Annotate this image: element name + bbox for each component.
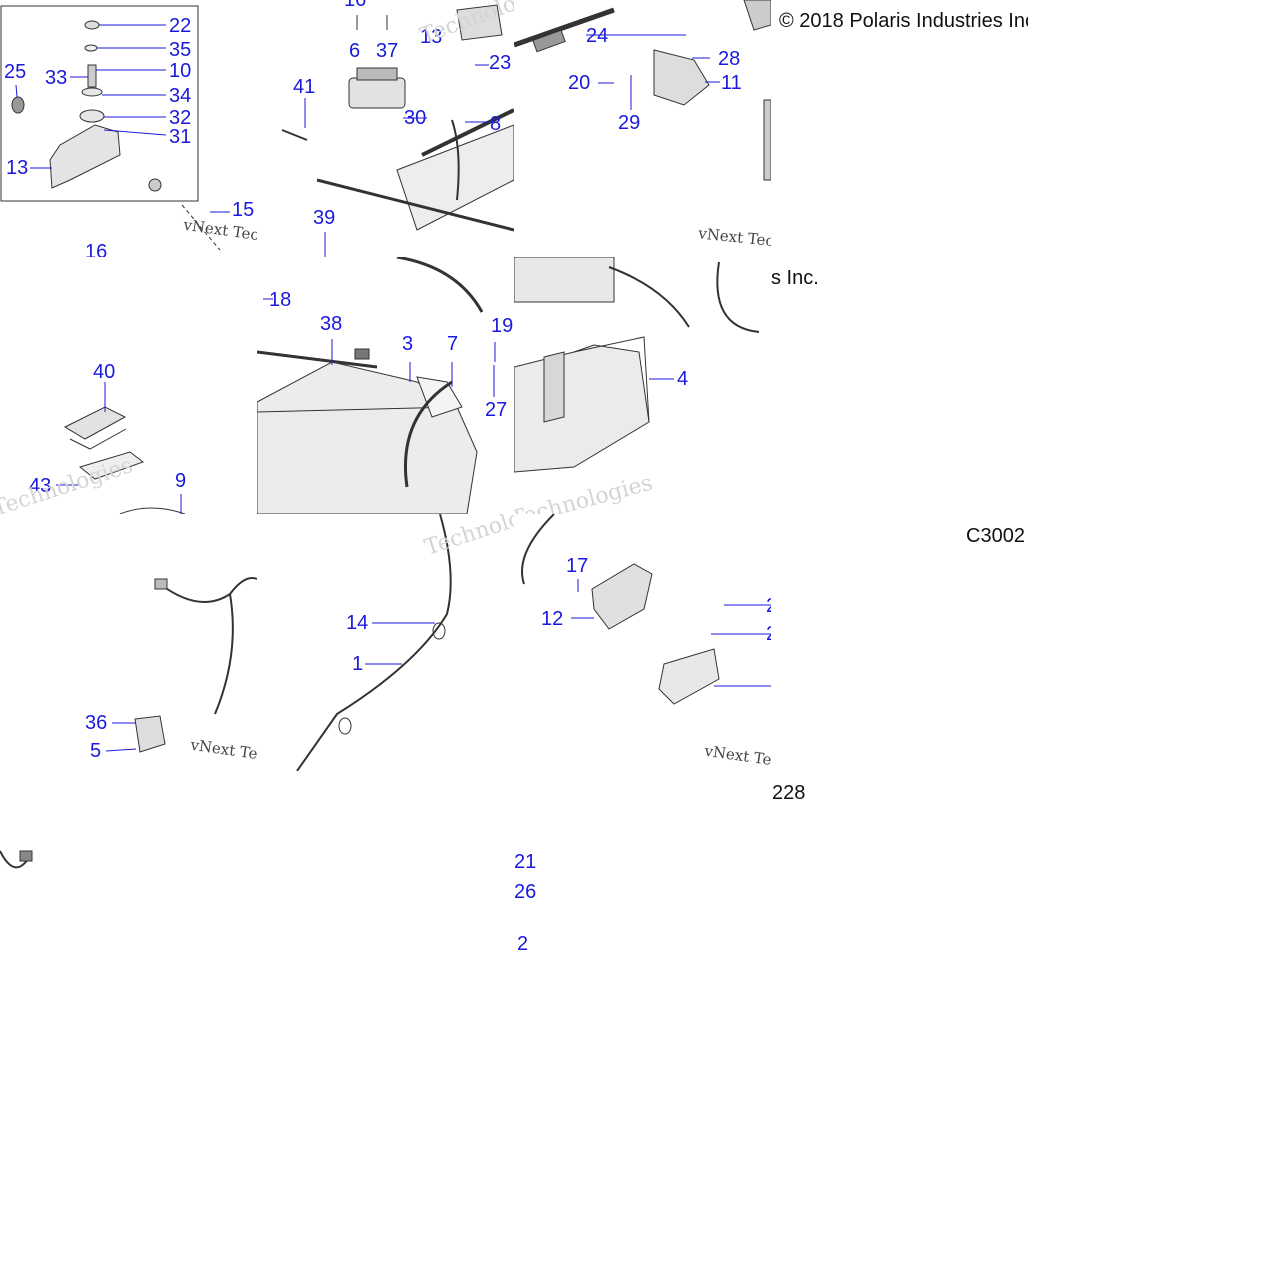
callout-29: 29 xyxy=(618,112,641,134)
callout-2c: 2 xyxy=(517,933,529,955)
callout-37: 37 xyxy=(376,40,399,62)
callout-41: 41 xyxy=(293,76,316,98)
tile2-drawing xyxy=(281,4,514,257)
tile3-drawing xyxy=(514,0,771,181)
callout-24: 24 xyxy=(586,25,609,47)
callout-17: 17 xyxy=(566,555,589,577)
callout-40: 40 xyxy=(93,361,116,383)
diagram-tile-3: 24 28 20 11 29 vNext Technologies xyxy=(514,0,771,257)
tile6-drawing xyxy=(514,257,760,473)
diagram-tile-2: 16 6 37 13 23 41 30 8 39 Technologies xyxy=(257,0,514,257)
callout-38: 38 xyxy=(320,313,343,335)
callout-2b: 2 xyxy=(766,624,771,644)
callout-16: 16 xyxy=(85,241,108,257)
diagram-tile-4: 40 43 9 Technologies xyxy=(0,257,257,514)
diagram-tile-inset: 22 35 10 33 34 25 32 31 13 15 16 vNext T… xyxy=(0,0,257,257)
copyright-fragment: s Inc. xyxy=(771,267,819,289)
copyright-strip: © 2018 Polaris Industries Inc. xyxy=(771,0,1028,40)
callout-4: 4 xyxy=(677,368,689,390)
tile4-drawing xyxy=(56,382,186,514)
diagram-tile-8: 36 5 vNext Technologies xyxy=(0,514,257,771)
callout-15: 15 xyxy=(232,199,255,221)
diagram-tile-bottom-left xyxy=(0,771,36,1028)
callout-30: 30 xyxy=(404,107,427,129)
tile5-drawing xyxy=(257,257,496,514)
callout-33: 33 xyxy=(45,67,68,89)
callout-11: 11 xyxy=(721,72,742,94)
callout-25: 25 xyxy=(4,61,27,83)
tile9-drawing xyxy=(296,514,452,771)
diagram-tile-6: 4 Technologies xyxy=(514,257,771,514)
diagram-tile-10: 17 12 2 2 vNext Technologies xyxy=(514,514,771,771)
callout-39: 39 xyxy=(313,207,336,229)
callout-21: 21 xyxy=(514,851,537,873)
callout-26: 26 xyxy=(514,881,537,903)
diagram-tile-bottom-mid: 21 26 2 xyxy=(514,771,550,1028)
callout-36: 36 xyxy=(85,712,108,734)
callout-35: 35 xyxy=(169,39,192,61)
drawing-code-fragment: C3002 xyxy=(966,525,1025,547)
callout-1: 1 xyxy=(352,653,364,675)
callout-9: 9 xyxy=(175,470,187,492)
callout-23: 23 xyxy=(489,52,512,74)
copyright-text: © 2018 Polaris Industries Inc. xyxy=(779,10,1028,32)
callout-43: 43 xyxy=(29,475,52,497)
callout-7: 7 xyxy=(447,333,459,355)
callout-5: 5 xyxy=(90,740,102,762)
bottom-left-drawing xyxy=(0,850,33,869)
callout-8: 8 xyxy=(490,113,502,135)
callout-2a: 2 xyxy=(766,596,771,616)
callout-27: 27 xyxy=(485,399,508,421)
inset-drawing xyxy=(0,5,230,251)
callout-19: 19 xyxy=(491,315,514,337)
callout-16b: 16 xyxy=(344,0,367,11)
callout-3: 3 xyxy=(402,333,414,355)
callout-18: 18 xyxy=(269,289,292,311)
callout-12: 12 xyxy=(541,608,564,630)
callout-13: 13 xyxy=(6,157,29,179)
callout-6: 6 xyxy=(349,40,361,62)
callout-34: 34 xyxy=(169,85,192,107)
drawing-code-fragment-2: 228 xyxy=(772,782,806,804)
callout-13b: 13 xyxy=(420,26,443,48)
callout-28: 28 xyxy=(718,48,741,70)
callout-20: 20 xyxy=(568,72,591,94)
callout-22: 22 xyxy=(169,15,192,37)
tile8-drawing xyxy=(105,577,257,753)
callout-31: 31 xyxy=(169,126,192,148)
diagram-tile-9: 14 1 Technologies xyxy=(257,514,514,771)
callout-14: 14 xyxy=(346,612,369,634)
diagram-tile-5: 18 38 3 7 19 27 xyxy=(257,257,514,514)
callout-32: 32 xyxy=(169,107,192,129)
callout-10: 10 xyxy=(169,60,192,82)
tile10-drawing xyxy=(521,514,771,705)
